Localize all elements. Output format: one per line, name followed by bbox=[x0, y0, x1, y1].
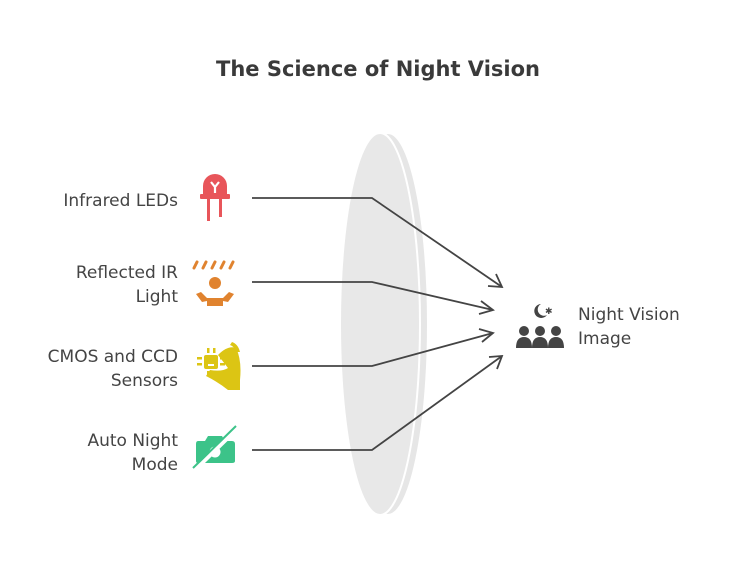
svg-text:✱: ✱ bbox=[545, 307, 553, 317]
label-auto-night-1: Auto Night bbox=[87, 431, 178, 451]
label-auto-night-2: Mode bbox=[132, 455, 178, 475]
label-reflected-ir-2: Light bbox=[136, 287, 179, 307]
label-reflected-ir-1: Reflected IR bbox=[76, 263, 178, 283]
person-rays-icon bbox=[192, 260, 235, 306]
arrows bbox=[252, 197, 504, 451]
lens bbox=[339, 132, 429, 516]
label-output-2: Image bbox=[578, 329, 631, 349]
arrow-cmos-ccd bbox=[252, 332, 494, 367]
label-cmos-2: Sensors bbox=[111, 371, 178, 391]
hand-chip-icon bbox=[197, 342, 241, 390]
label-output-1: Night Vision bbox=[578, 305, 680, 325]
arrow-auto-night bbox=[252, 355, 503, 451]
arrow-reflected-ir bbox=[252, 281, 494, 311]
label-cmos-1: CMOS and CCD bbox=[48, 347, 178, 367]
night-group-icon: ✱ bbox=[516, 304, 564, 348]
camera-off-icon bbox=[192, 425, 240, 472]
led-icon bbox=[200, 174, 230, 221]
diagram-title: The Science of Night Vision bbox=[216, 57, 540, 81]
arrow-infrared-leds bbox=[252, 197, 503, 288]
label-infrared-leds: Infrared LEDs bbox=[63, 191, 178, 211]
